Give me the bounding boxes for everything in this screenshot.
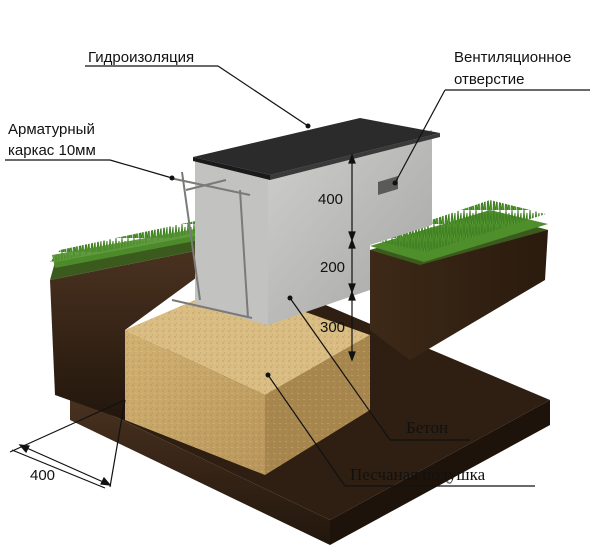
dimension-horizontal xyxy=(9,399,126,489)
vent-hole xyxy=(378,176,398,195)
label-rebar-line2: каркас 10мм xyxy=(8,142,96,159)
label-rebar-line1: Арматурный xyxy=(8,121,95,138)
grass-right xyxy=(370,200,548,262)
grass-left xyxy=(50,220,200,268)
label-waterproofing: Гидроизоляция xyxy=(88,49,194,66)
label-sand-cushion: Песчаная подушка xyxy=(350,465,486,484)
rebar-cage xyxy=(169,171,253,319)
dim-300: 300 xyxy=(320,319,345,336)
label-vent-line1: Вентиляционное xyxy=(454,49,571,66)
dimension-vertical xyxy=(348,153,356,362)
dim-400-top: 400 xyxy=(318,191,343,208)
leader-dots xyxy=(169,123,398,378)
label-concrete: Бетон xyxy=(406,418,448,437)
dim-400-width: 400 xyxy=(30,467,55,484)
dim-200: 200 xyxy=(320,259,345,276)
sand-cushion xyxy=(125,285,370,475)
label-vent-line2: отверстие xyxy=(454,71,524,88)
concrete-strip xyxy=(193,118,440,325)
leader-lines xyxy=(5,65,590,487)
